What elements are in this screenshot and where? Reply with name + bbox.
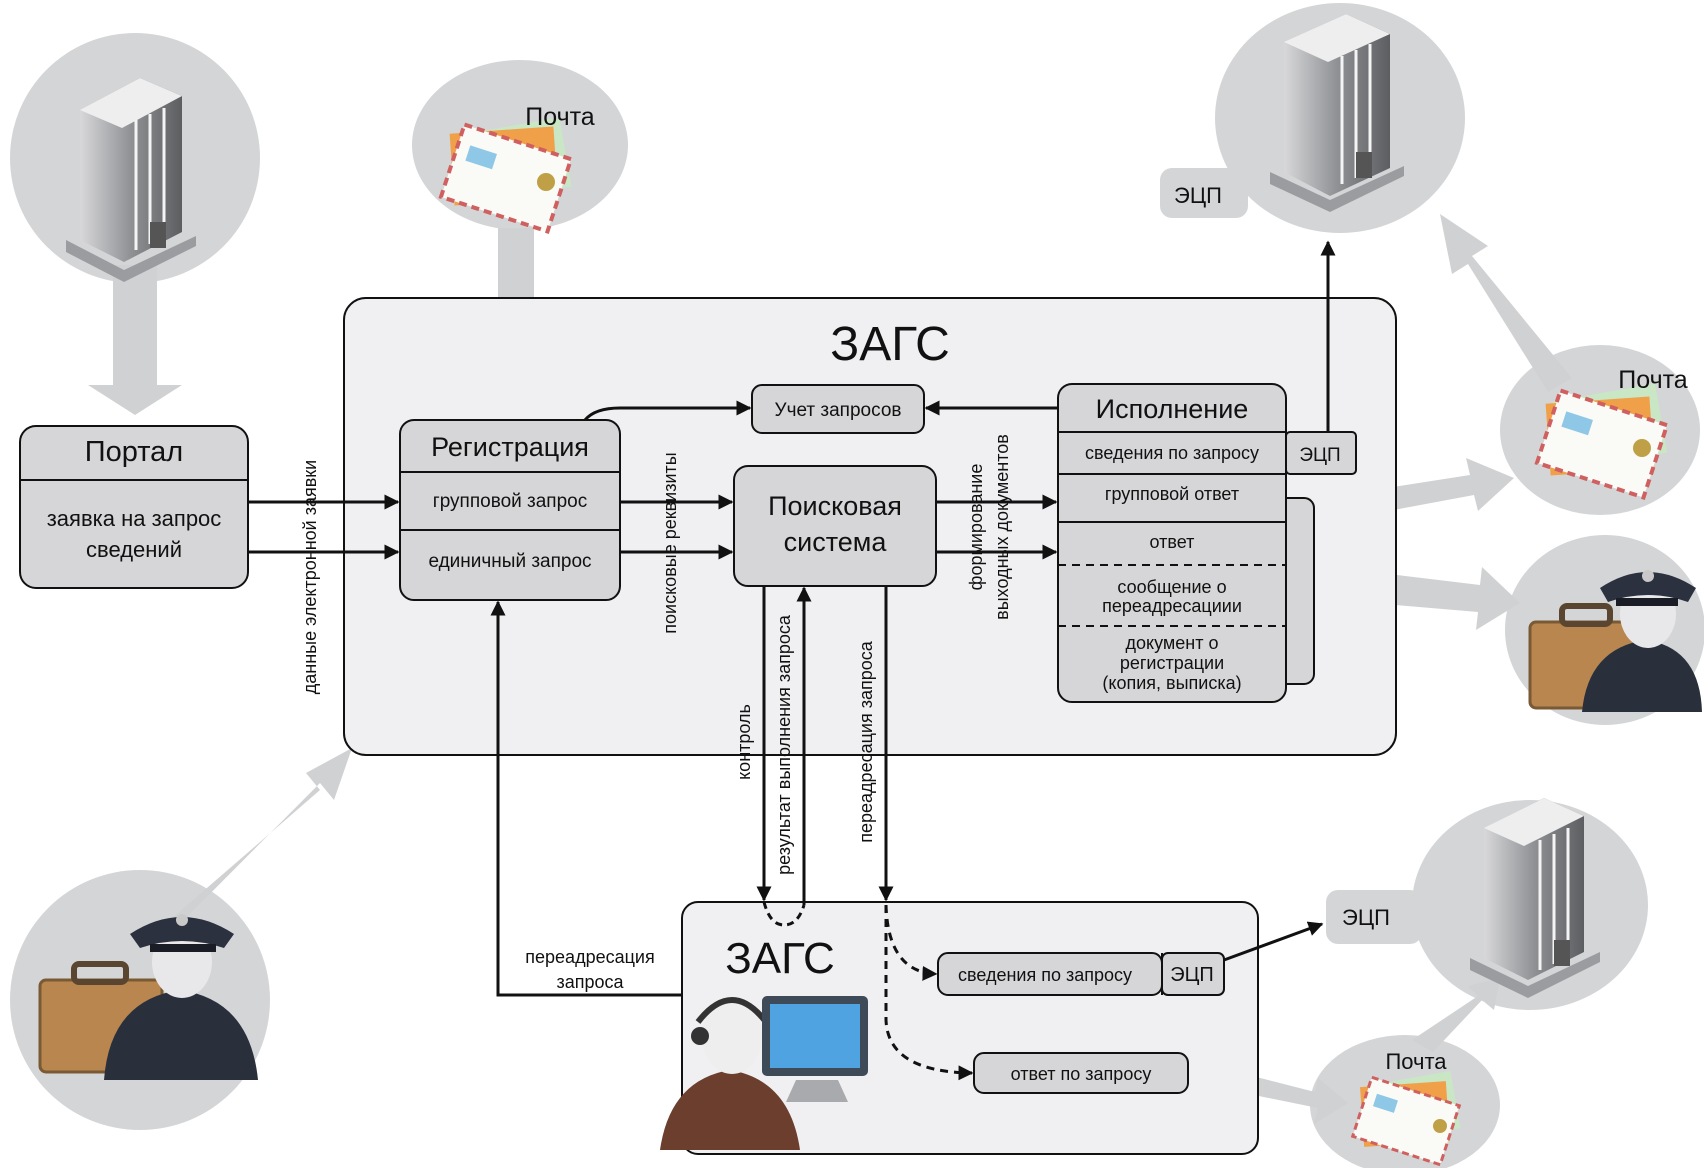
- request-log-box[interactable]: Учет запросов: [751, 384, 925, 434]
- portal-body-line2: сведений: [86, 537, 182, 562]
- execution-signature-tag[interactable]: ЭЦП: [1285, 431, 1357, 475]
- portal-box[interactable]: Портал заявка на запрос сведений: [19, 425, 249, 589]
- mail-icon: [1350, 1070, 1462, 1167]
- esign-bottom-right-label: ЭЦП: [1342, 905, 1390, 930]
- mail-top-label: Почта: [525, 103, 595, 131]
- officer-icon: [1528, 570, 1702, 712]
- mail-icon: [1534, 383, 1670, 500]
- label-redirect-back-line1: переадресация: [525, 947, 654, 967]
- dashed-arrow-to-sub-answer: [884, 905, 974, 1081]
- execution-group-answer: групповой ответ: [1105, 484, 1239, 504]
- gray-arrow-building-to-portal: [88, 265, 182, 415]
- gray-arrow-person-to-zags: [170, 748, 352, 928]
- sub-zags-title: ЗАГС: [725, 934, 835, 983]
- label-control: контроль: [734, 704, 754, 780]
- execution-answer: ответ: [1150, 532, 1195, 552]
- registration-group-request: групповой запрос: [433, 491, 587, 512]
- main-zags-title: ЗАГС: [830, 318, 950, 371]
- operator-icon: [660, 996, 868, 1150]
- search-system-line2: система: [784, 527, 888, 557]
- label-output-docs-line1: формирование: [966, 464, 986, 591]
- label-search-details: поисковые реквизиты: [660, 452, 680, 633]
- dashed-loop-control-result: [762, 901, 806, 927]
- arrow-redirect-back-to-registration: [490, 600, 682, 997]
- officer-icon: [38, 914, 258, 1080]
- building-icon: [66, 78, 196, 282]
- sub-answer-by-request-label: ответ по запросу: [1011, 1064, 1152, 1084]
- search-system-box[interactable]: Поисковая система: [733, 465, 937, 587]
- portal-title: Портал: [85, 436, 183, 468]
- arrow-sub-signature-to-esign: [1223, 921, 1324, 962]
- search-system-line1: Поисковая: [768, 491, 902, 521]
- registration-title: Регистрация: [431, 432, 589, 462]
- dashed-arrow-to-sub-info: [884, 904, 938, 981]
- portal-body-line1: заявка на запрос: [47, 506, 222, 531]
- sub-info-by-request-label: сведения по запросу: [958, 965, 1132, 985]
- gray-arrow-mail-to-building-bottom: [1412, 978, 1500, 1052]
- label-electronic-application: данные электронной заявки: [300, 460, 320, 694]
- sub-info-by-request-box[interactable]: сведения по запросу ЭЦП: [937, 952, 1225, 996]
- execution-box[interactable]: Исполнение сведения по запросу групповой…: [1057, 383, 1315, 703]
- arrow-registration-to-log: [583, 400, 752, 422]
- building-icon: [1470, 798, 1600, 998]
- esign-bottom-right-tag: ЭЦП: [1326, 890, 1422, 944]
- label-output-docs-line2: выходных документов: [992, 434, 1012, 620]
- mail-right-label: Почта: [1618, 366, 1688, 394]
- connector-arrows: [248, 240, 1336, 1081]
- execution-redirect-msg-line1: сообщение о: [1117, 577, 1226, 597]
- label-redirect-request: переадресация запроса: [856, 640, 876, 842]
- registration-box[interactable]: Регистрация групповой запрос единичный з…: [399, 419, 621, 601]
- label-execution-result: результат выполнения запроса: [774, 614, 794, 875]
- execution-redirect-msg-line2: переадресациии: [1102, 596, 1242, 616]
- registration-single-request: единичный запрос: [428, 551, 591, 572]
- gray-arrow-mail-to-building: [1440, 214, 1572, 392]
- building-icon: [1270, 14, 1404, 212]
- sub-answer-by-request-box[interactable]: ответ по запросу: [973, 1052, 1189, 1094]
- execution-reg-doc-line3: (копия, выписка): [1102, 673, 1241, 693]
- esign-top-right-tag: ЭЦП: [1160, 168, 1248, 218]
- esign-top-right-label: ЭЦП: [1174, 183, 1222, 208]
- actor-labels: Почта Почта Почта ЭЦП ЭЦП: [525, 103, 1688, 1074]
- mail-bottom-label: Почта: [1385, 1049, 1447, 1074]
- execution-reg-doc-line1: документ о: [1126, 633, 1219, 653]
- mail-icon: [438, 117, 574, 234]
- label-redirect-back-line2: запроса: [556, 972, 624, 992]
- execution-reg-doc-line2: регистрации: [1120, 653, 1224, 673]
- execution-title: Исполнение: [1096, 394, 1249, 424]
- edge-labels: данные электронной заявки поисковые рекв…: [300, 434, 1012, 992]
- request-log-label: Учет запросов: [775, 400, 902, 421]
- execution-info-by-request: сведения по запросу: [1085, 443, 1259, 463]
- execution-signature-label: ЭЦП: [1299, 445, 1340, 466]
- sub-info-signature-label: ЭЦП: [1170, 964, 1214, 986]
